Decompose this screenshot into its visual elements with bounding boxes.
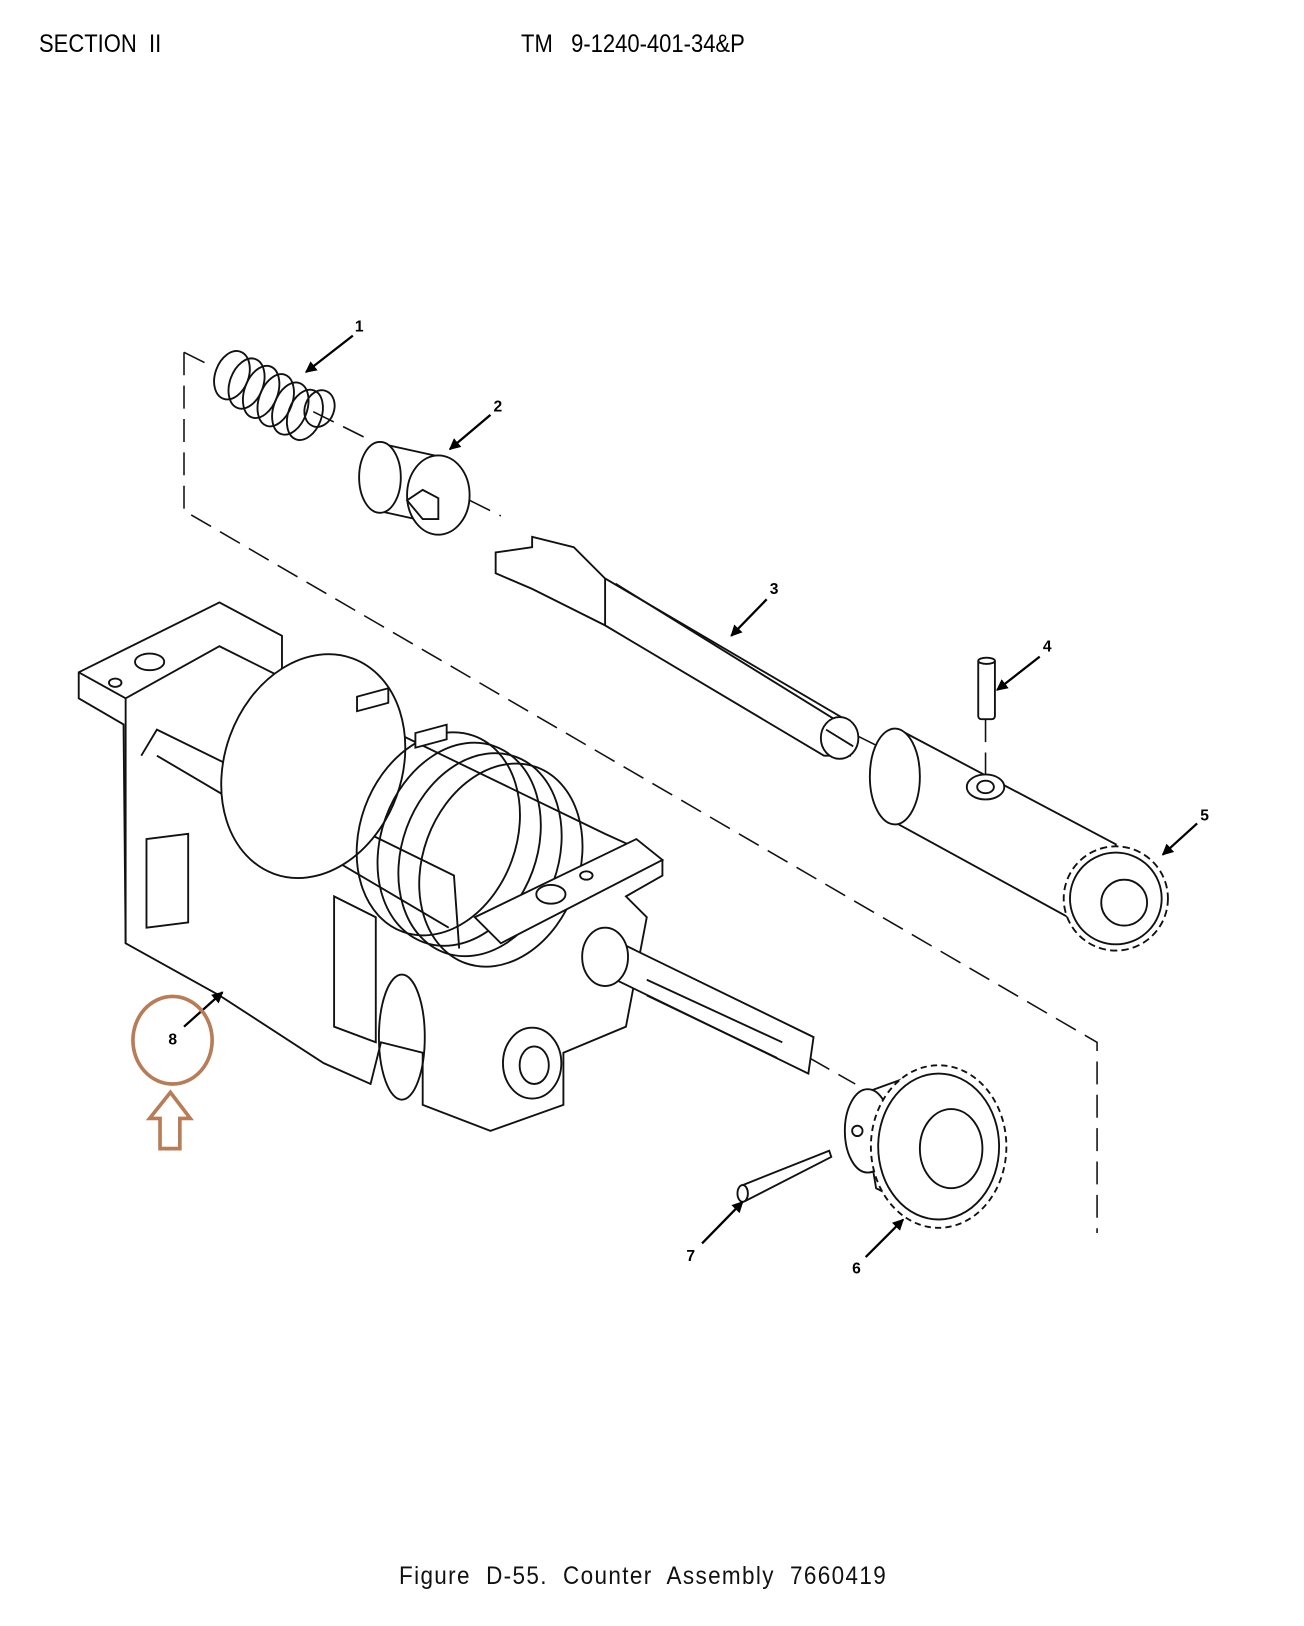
figure-caption: Figure D-55. Counter Assembly 7660419 [399, 1562, 888, 1590]
spring-part [213, 350, 336, 441]
svg-text:3: 3 [770, 581, 779, 598]
alignment-lines [183, 351, 1098, 1234]
tm-number: TM 9-1240-401-34&P [521, 30, 745, 58]
pin-part [977, 656, 996, 721]
shaft-part [494, 535, 860, 760]
callout-3: 3 [730, 581, 779, 637]
svg-text:2: 2 [494, 399, 503, 416]
taper-pin-part [736, 1149, 833, 1203]
highlight-annotation [131, 994, 214, 1151]
callout-6: 6 [852, 1218, 905, 1278]
svg-text:6: 6 [852, 1261, 861, 1278]
highlight-circle [131, 994, 214, 1086]
housing-part [77, 601, 815, 1132]
up-arrow-icon [145, 1089, 194, 1151]
section-heading: SECTION II [39, 30, 162, 58]
gear-part [843, 1064, 1008, 1229]
svg-text:1: 1 [355, 318, 364, 335]
callout-7: 7 [686, 1200, 744, 1265]
svg-text:5: 5 [1200, 807, 1209, 824]
svg-text:8: 8 [168, 1031, 177, 1048]
gear-cylinder-part [868, 727, 1169, 952]
callout-4: 4 [996, 638, 1052, 691]
sleeve-part [358, 441, 471, 536]
callout-2: 2 [448, 399, 503, 451]
callout-5: 5 [1161, 807, 1209, 856]
svg-text:4: 4 [1043, 638, 1052, 655]
svg-text:7: 7 [686, 1248, 695, 1265]
callout-8: 8 [168, 991, 224, 1048]
callout-1: 1 [305, 318, 364, 374]
